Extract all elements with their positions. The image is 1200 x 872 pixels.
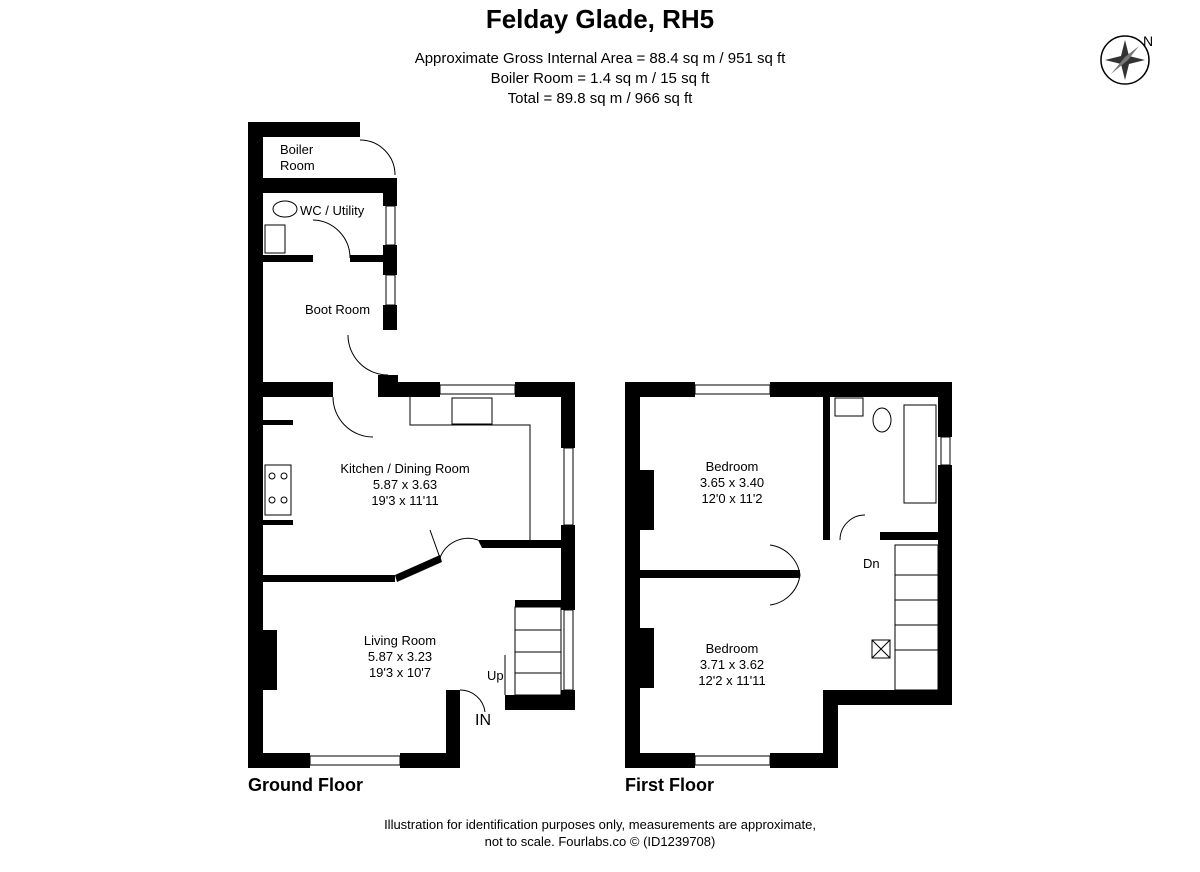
ground-floor-fixtures <box>264 139 574 766</box>
ground-floor-walls <box>248 122 575 768</box>
room-name: Living Room <box>363 633 437 648</box>
room-label-boot-room: Boot Room <box>305 302 371 317</box>
disclaimer-line: not to scale. Fourlabs.co © (ID1239708) <box>484 834 716 849</box>
first-floor-label: First Floor <box>625 775 714 795</box>
compass-north-label: N <box>1143 33 1154 49</box>
first-floor-walls <box>625 382 952 768</box>
room-metric: 3.65 x 3.40 <box>699 475 765 490</box>
boiler-area-text: Boiler Room = 1.4 sq m / 15 sq ft <box>490 70 710 87</box>
stairs-up-label: Up <box>487 668 504 683</box>
ground-floor-label: Ground Floor <box>248 775 363 795</box>
room-name: Bedroom <box>705 459 759 474</box>
disclaimer-line: Illustration for identification purposes… <box>384 817 816 832</box>
room-imperial: 19'3 x 10'7 <box>368 665 432 680</box>
room-name: Bedroom <box>705 641 759 656</box>
room-metric: 3.71 x 3.62 <box>699 657 765 672</box>
room-imperial: 19'3 x 11'11 <box>371 493 439 508</box>
total-area-text: Total = 89.8 sq m / 966 sq ft <box>507 90 693 107</box>
room-label-bedroom-2: Bedroom 3.71 x 3.62 12'2 x 11'11 <box>682 641 782 689</box>
room-imperial: 12'0 x 11'2 <box>701 491 763 506</box>
compass-icon <box>1100 35 1150 85</box>
disclaimer: Illustration for identification purposes… <box>0 816 1200 850</box>
page-title: Felday Glade, RH5 <box>485 4 715 34</box>
first-floor-fixtures <box>694 384 951 766</box>
gross-area-text: Approximate Gross Internal Area = 88.4 s… <box>414 50 786 67</box>
stairs-down-label: Dn <box>863 556 880 571</box>
room-label-wc-utility: WC / Utility <box>300 203 365 218</box>
room-name: Kitchen / Dining Room <box>340 461 470 476</box>
room-label-living-room: Living Room 5.87 x 3.23 19'3 x 10'7 <box>340 633 460 681</box>
room-label-bedroom-1: Bedroom 3.65 x 3.40 12'0 x 11'2 <box>682 459 782 507</box>
room-metric: 5.87 x 3.23 <box>367 649 433 664</box>
room-label-boiler-room: Boiler Room <box>280 142 315 173</box>
room-imperial: 12'2 x 11'11 <box>698 673 766 688</box>
entrance-label: IN <box>475 712 491 729</box>
room-label-kitchen: Kitchen / Dining Room 5.87 x 3.63 19'3 x… <box>320 461 490 509</box>
room-metric: 5.87 x 3.63 <box>372 477 438 492</box>
